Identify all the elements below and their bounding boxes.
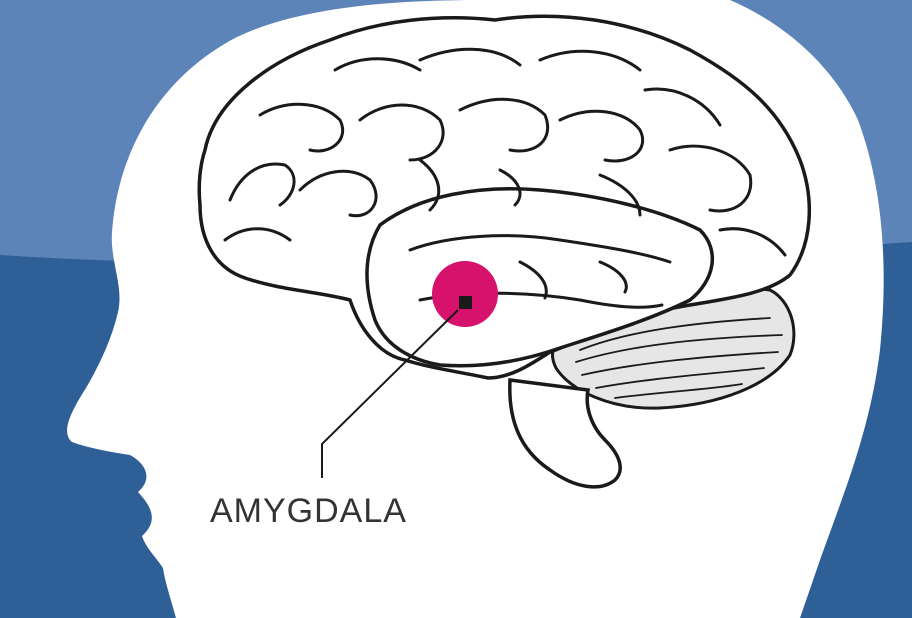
leader-line	[321, 309, 459, 478]
cerebral-gyri	[223, 47, 787, 257]
amygdala-highlight	[432, 261, 498, 327]
brain-stem	[508, 378, 622, 489]
square-marker-icon	[459, 296, 472, 309]
amygdala-label: AMYGDALA	[210, 492, 407, 530]
cerebellum-folia	[575, 317, 783, 399]
